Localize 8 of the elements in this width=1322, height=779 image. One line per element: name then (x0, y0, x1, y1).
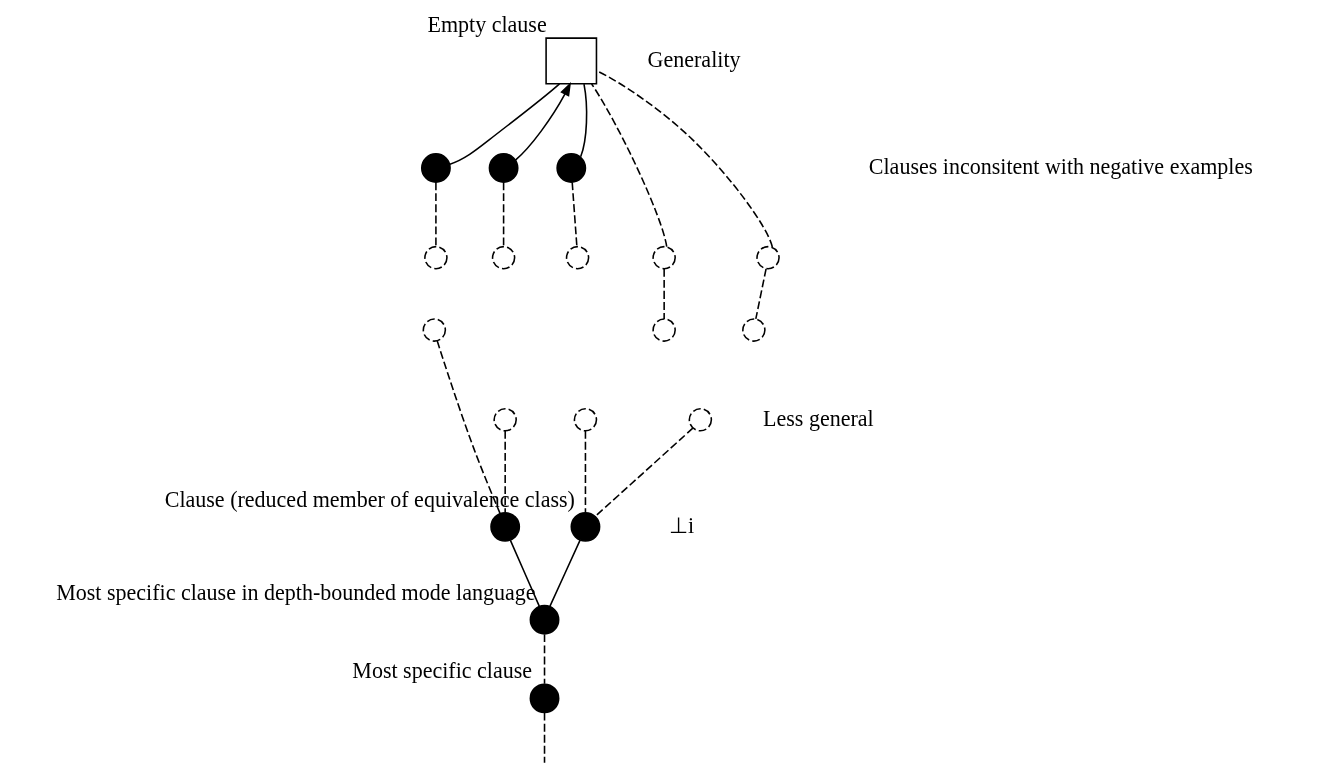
node-label: Most specific clause (352, 658, 533, 684)
node-label: Clause (reduced member of equivalence class) (164, 486, 575, 512)
label: Generality (647, 46, 741, 72)
label: Clauses inconsitent with negative examples (868, 153, 1253, 179)
node-label: Empty clause (427, 12, 547, 38)
label: ⊥i (668, 512, 695, 538)
label: Less general (763, 405, 874, 431)
node-label: Most specific clause in depth-bounded mode language (56, 579, 536, 605)
